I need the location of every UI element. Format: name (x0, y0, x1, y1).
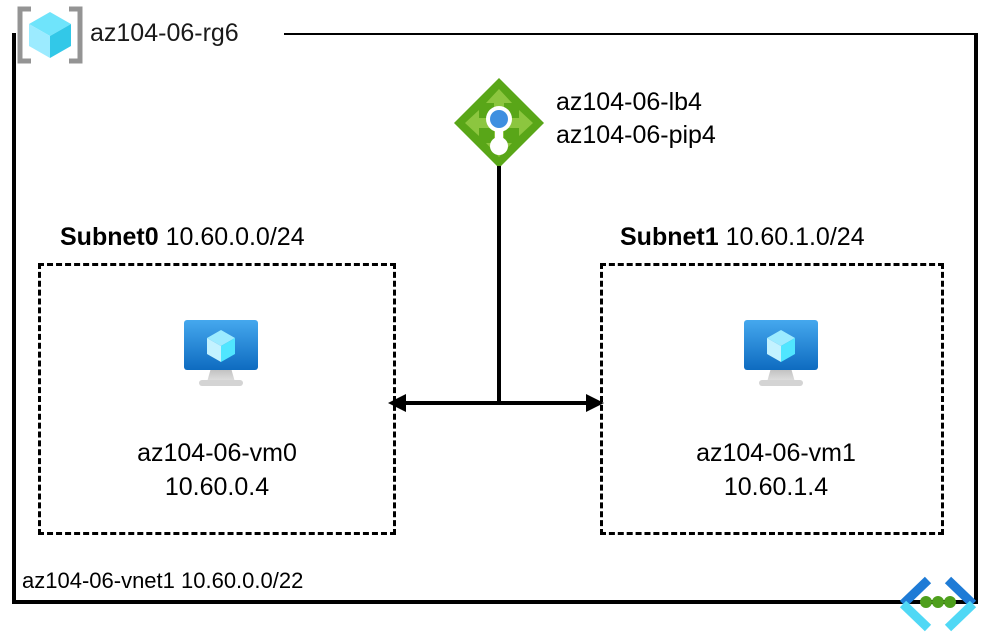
public-ip-name: az104-06-pip4 (556, 121, 716, 149)
load-balancer-icon (452, 76, 546, 170)
subnet0-cidr: 10.60.0.0/24 (165, 223, 305, 251)
resource-group-cube-icon (14, 6, 86, 64)
subnet1-boundary (600, 263, 944, 535)
virtual-network-label: az104-06-vnet1 10.60.0.0/22 (22, 568, 304, 593)
subnet1-title: Subnet1 10.60.1.0/24 (620, 222, 865, 252)
subnet0-title: Subnet0 10.60.0.0/24 (60, 222, 305, 252)
subnet0-name: Subnet0 (60, 223, 159, 251)
load-balancer-connector-line (497, 166, 501, 404)
resource-group-boundary (12, 33, 978, 604)
subnet-connector-arrow (388, 385, 604, 421)
subnet1-name: Subnet1 (620, 223, 719, 251)
vm0-labels: az104-06-vm0 10.60.0.4 (38, 436, 396, 504)
subnet1-cidr: 10.60.1.0/24 (725, 223, 865, 251)
vm0-name: az104-06-vm0 (137, 439, 297, 467)
virtual-machine-icon (740, 316, 822, 392)
vm1-labels: az104-06-vm1 10.60.1.4 (597, 436, 955, 504)
subnet0-boundary (38, 263, 396, 535)
virtual-machine-icon (180, 316, 262, 392)
vm0-ip: 10.60.0.4 (164, 473, 270, 501)
load-balancer-name: az104-06-lb4 (556, 88, 702, 116)
resource-group-label: az104-06-rg6 (90, 19, 239, 47)
load-balancer-labels: az104-06-lb4 az104-06-pip4 (556, 86, 716, 152)
vm1-ip: 10.60.1.4 (723, 473, 829, 501)
vm1-name: az104-06-vm1 (696, 439, 856, 467)
virtual-network-icon (894, 574, 982, 634)
